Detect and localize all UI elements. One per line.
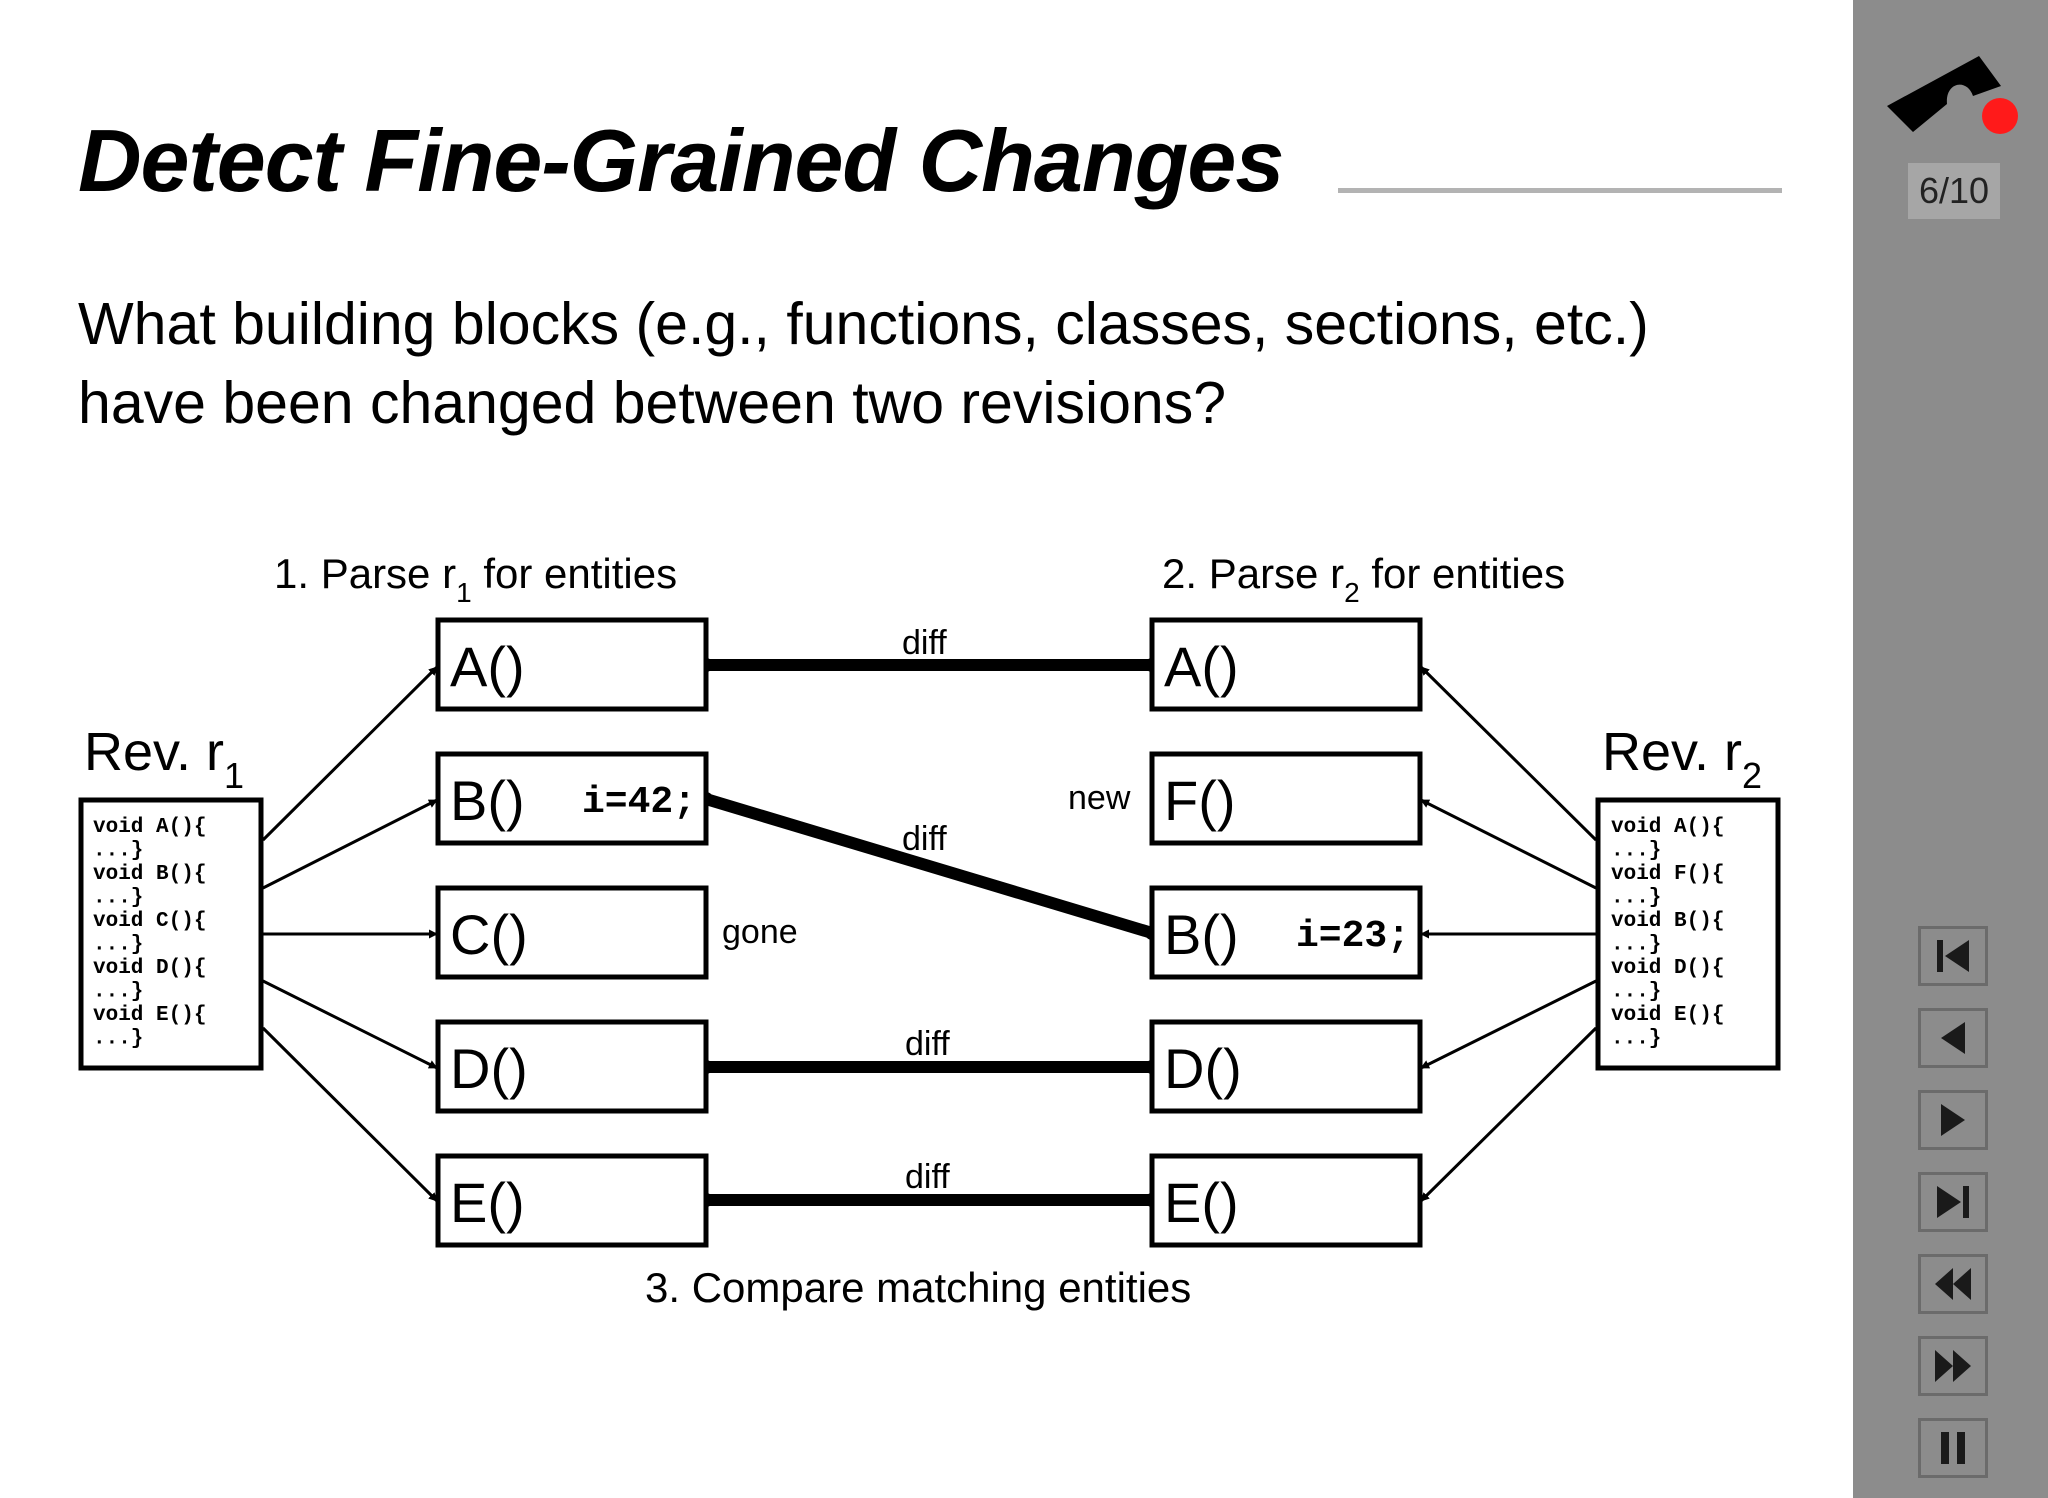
rev-r2-code-line: ...} bbox=[1611, 887, 1661, 910]
step-1-label: 1. Parse r1 for entities bbox=[274, 550, 677, 608]
entity-name: A() bbox=[450, 635, 525, 698]
r1-entity-list: A() B() i=42; C() D() E() bbox=[435, 617, 709, 1248]
diff-connectors bbox=[704, 659, 1154, 1206]
rev-r1-code-line: ...} bbox=[93, 934, 143, 957]
fast-forward-button[interactable] bbox=[1918, 1336, 1988, 1396]
entity-name: C() bbox=[450, 903, 528, 966]
entity-code: i=42; bbox=[582, 781, 696, 824]
r1-entity-c: C() bbox=[435, 885, 709, 980]
slide-counter: 6/10 bbox=[1908, 163, 2000, 219]
entity-name: E() bbox=[1164, 1171, 1239, 1234]
pause-icon bbox=[1941, 1432, 1965, 1464]
diff-label-e: diff bbox=[905, 1158, 950, 1196]
step-2-label: 2. Parse r2 for entities bbox=[1162, 550, 1565, 608]
r1-entity-e: E() bbox=[435, 1153, 709, 1248]
r2-entity-f: F() bbox=[1149, 751, 1423, 846]
logo-red-dot-icon bbox=[1982, 98, 2018, 134]
parse-arrow-r1-a bbox=[261, 665, 439, 842]
r1-entity-a: A() bbox=[435, 617, 709, 712]
entity-code: i=23; bbox=[1296, 915, 1410, 958]
diff-label-a: diff bbox=[902, 624, 947, 662]
next-slide-button[interactable] bbox=[1918, 1090, 1988, 1150]
rev-r2-code-line: void B(){ bbox=[1611, 910, 1724, 933]
parse-arrow-r2-a bbox=[1419, 665, 1598, 842]
rev-r2-code-line: void F(){ bbox=[1611, 863, 1724, 886]
rev-r2-label: Rev. r2 bbox=[1602, 722, 1762, 796]
r1-entity-d: D() bbox=[435, 1019, 709, 1114]
question-line-1: What building blocks (e.g., functions, c… bbox=[78, 291, 1649, 357]
rev-r1-code-line: void A(){ bbox=[93, 816, 206, 839]
rewind-icon bbox=[1935, 1268, 1971, 1300]
slide-question: What building blocks (e.g., functions, c… bbox=[78, 285, 1798, 443]
question-line-2: have been changed between two revisions? bbox=[78, 370, 1227, 436]
entity-name: D() bbox=[1164, 1037, 1242, 1100]
rev-r2-code-line: ...} bbox=[1611, 1028, 1661, 1051]
rev-r1-source: void A(){...}void B(){...}void C(){...}v… bbox=[78, 797, 264, 1071]
diff-label-b: diff bbox=[902, 820, 947, 858]
rubber-stamp-logo-icon bbox=[1887, 56, 2018, 134]
rev-r1-code-line: ...} bbox=[93, 840, 143, 863]
entity-name: F() bbox=[1164, 769, 1236, 832]
fast-forward-icon bbox=[1935, 1350, 1971, 1382]
rev-r1-code-line: void D(){ bbox=[93, 957, 206, 980]
slide-title: Detect Fine-Grained Changes bbox=[78, 111, 1284, 210]
previous-slide-button[interactable] bbox=[1918, 1008, 1988, 1068]
rev-r1-label: Rev. r1 bbox=[84, 722, 244, 796]
parse-arrow-r2-d bbox=[1420, 979, 1597, 1070]
parse-arrows bbox=[261, 665, 1598, 1203]
rev-r2-code-line: void A(){ bbox=[1611, 816, 1724, 839]
skip-last-icon bbox=[1937, 1186, 1969, 1218]
rev-r2-code-line: void E(){ bbox=[1611, 1004, 1724, 1027]
rev-r2-code-line: ...} bbox=[1611, 981, 1661, 1004]
rev-r2-code-line: ...} bbox=[1611, 840, 1661, 863]
title-rule bbox=[1338, 188, 1782, 193]
entity-name: B() bbox=[450, 769, 525, 832]
first-slide-button[interactable] bbox=[1918, 926, 1988, 986]
rev-r1-code-line: ...} bbox=[93, 887, 143, 910]
entity-name: D() bbox=[450, 1037, 528, 1100]
r2-entity-a: A() bbox=[1149, 617, 1423, 712]
rev-r1-code-line: void E(){ bbox=[93, 1004, 206, 1027]
rev-r1-code-line: ...} bbox=[93, 981, 143, 1004]
rewind-button[interactable] bbox=[1918, 1254, 1988, 1314]
r2-entity-b: B() i=23; bbox=[1149, 885, 1423, 980]
gone-label: gone bbox=[722, 913, 798, 951]
diff-label-d: diff bbox=[905, 1025, 950, 1063]
parse-arrow-r2-f bbox=[1420, 798, 1597, 890]
rev-r1-code-line: void C(){ bbox=[93, 910, 206, 933]
slide: Detect Fine-Grained Changes What buildin… bbox=[78, 111, 1798, 1311]
entity-diff-diagram: 1. Parse r1 for entities 2. Parse r2 for… bbox=[78, 550, 1781, 1311]
step-3-label: 3. Compare matching entities bbox=[645, 1264, 1191, 1311]
rev-r2-code-line: void D(){ bbox=[1611, 957, 1724, 980]
parse-arrow-r1-e bbox=[261, 1026, 439, 1203]
rev-r2-code-line: ...} bbox=[1611, 934, 1661, 957]
rev-r2-source: void A(){...}void F(){...}void B(){...}v… bbox=[1595, 797, 1781, 1071]
presentation-sidebar: 6/10 bbox=[1853, 0, 2048, 1498]
r1-entity-b: B() i=42; bbox=[435, 751, 709, 846]
last-slide-button[interactable] bbox=[1918, 1172, 1988, 1232]
pause-button[interactable] bbox=[1918, 1418, 1988, 1478]
r2-entity-d: D() bbox=[1149, 1019, 1423, 1114]
entity-name: A() bbox=[1164, 635, 1239, 698]
previous-icon bbox=[1941, 1022, 1965, 1054]
diff-line-b bbox=[704, 793, 1154, 939]
r2-entity-e: E() bbox=[1149, 1153, 1423, 1248]
next-icon bbox=[1941, 1104, 1965, 1136]
rev-r1-code-line: void B(){ bbox=[93, 863, 206, 886]
rev-r1-code-line: ...} bbox=[93, 1028, 143, 1051]
entity-name: E() bbox=[450, 1171, 525, 1234]
parse-arrow-r2-e bbox=[1419, 1026, 1598, 1203]
skip-first-icon bbox=[1937, 940, 1969, 972]
new-label: new bbox=[1068, 779, 1131, 817]
parse-arrow-r1-d bbox=[262, 979, 438, 1070]
r2-entity-list: A() F() B() i=23; D() E() bbox=[1149, 617, 1423, 1248]
entity-name: B() bbox=[1164, 903, 1239, 966]
parse-arrow-r1-b bbox=[262, 798, 438, 890]
